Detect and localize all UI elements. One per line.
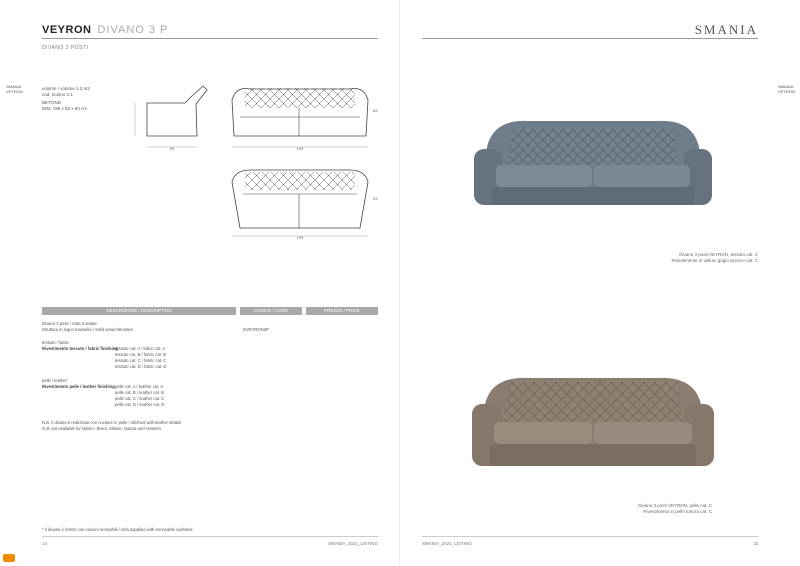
fabric-item: tessuto cat. A / fabric cat. A [115,346,166,351]
spec-block: volume / volume 1.2 m3 cod. ricamo V.1 B… [42,86,90,111]
footer-rule-right [422,536,758,537]
page-number-left: 14 [42,541,48,546]
page-subtitle: DIVANO 3 POSTI [42,45,89,51]
row-leather-desc: Rivestimento pelle / leather finishing [42,384,115,389]
footer-rule [42,536,378,537]
page-number-right: 15 [752,541,758,546]
title-suffix: DIVANO 3 P [97,24,169,36]
footer-catalog-left: SMANIA_2021_LISTINO [328,541,378,546]
table-note-2: N.B. not available for fabrics: Brera, M… [42,426,161,431]
header-rule-right [422,38,758,39]
fabric-item: tessuto cat. C / fabric cat. C [115,358,167,363]
dim-height: 83 [373,108,378,113]
corner-badge [3,554,15,562]
table-header-price: PREZZO / PRICE [306,307,378,315]
table-header-description: DESCRIZIONE / DESCRIPTION [42,307,236,315]
fabric-item: tessuto cat. D / fabric cat. D [115,364,167,369]
row-leather-label: pelle / leather [42,378,68,383]
row-sofa-desc: Struttura in legno massello / Solid wood… [42,327,134,332]
front-view-drawing [231,88,369,148]
footer-catalog-right: SMANIA_2021_LISTINO [422,541,472,546]
dim-depth: 93 [170,146,175,151]
header-rule [42,38,378,39]
row-fabric-desc: Rivestimento tessuto / fabric finishing [42,346,118,351]
leather-item: pelle cat. B / leather cat. B [115,390,164,395]
row-sofa-label: Divano 3 posti / Sofa 3 seater [42,321,97,326]
top-view-drawing [231,169,369,237]
dim-width-top: 199 [297,235,304,240]
side-view-drawing [134,85,208,148]
table-note-1: N.B. il divano è realizzato con cuciture… [42,420,182,425]
dim-width: 199 [297,146,304,151]
leather-item: pelle cat. C / leather cat. C [115,396,165,401]
sofa-technical-drawings: 93 199 83 199 93 [134,85,378,240]
footnote: * Il divano è fornito con cuscini removi… [42,527,193,532]
brand-logo: SMANIA [694,22,758,37]
row-sofa-code: DVEYRON3P [243,327,269,332]
dim-depth-top: 93 [373,196,378,201]
leather-item: pelle cat. A / leather cat. A [115,384,164,389]
sofa-photo-leather [472,377,714,466]
row-fabric-label: tessuto / fabric [42,340,70,345]
sofa-photo-fabric [474,120,712,205]
leather-item: pelle cat. D / leather cat. D [115,402,165,407]
table-header-code: CODICE / CODE [240,307,302,315]
fabric-item: tessuto cat. B / fabric cat. B [115,352,166,357]
